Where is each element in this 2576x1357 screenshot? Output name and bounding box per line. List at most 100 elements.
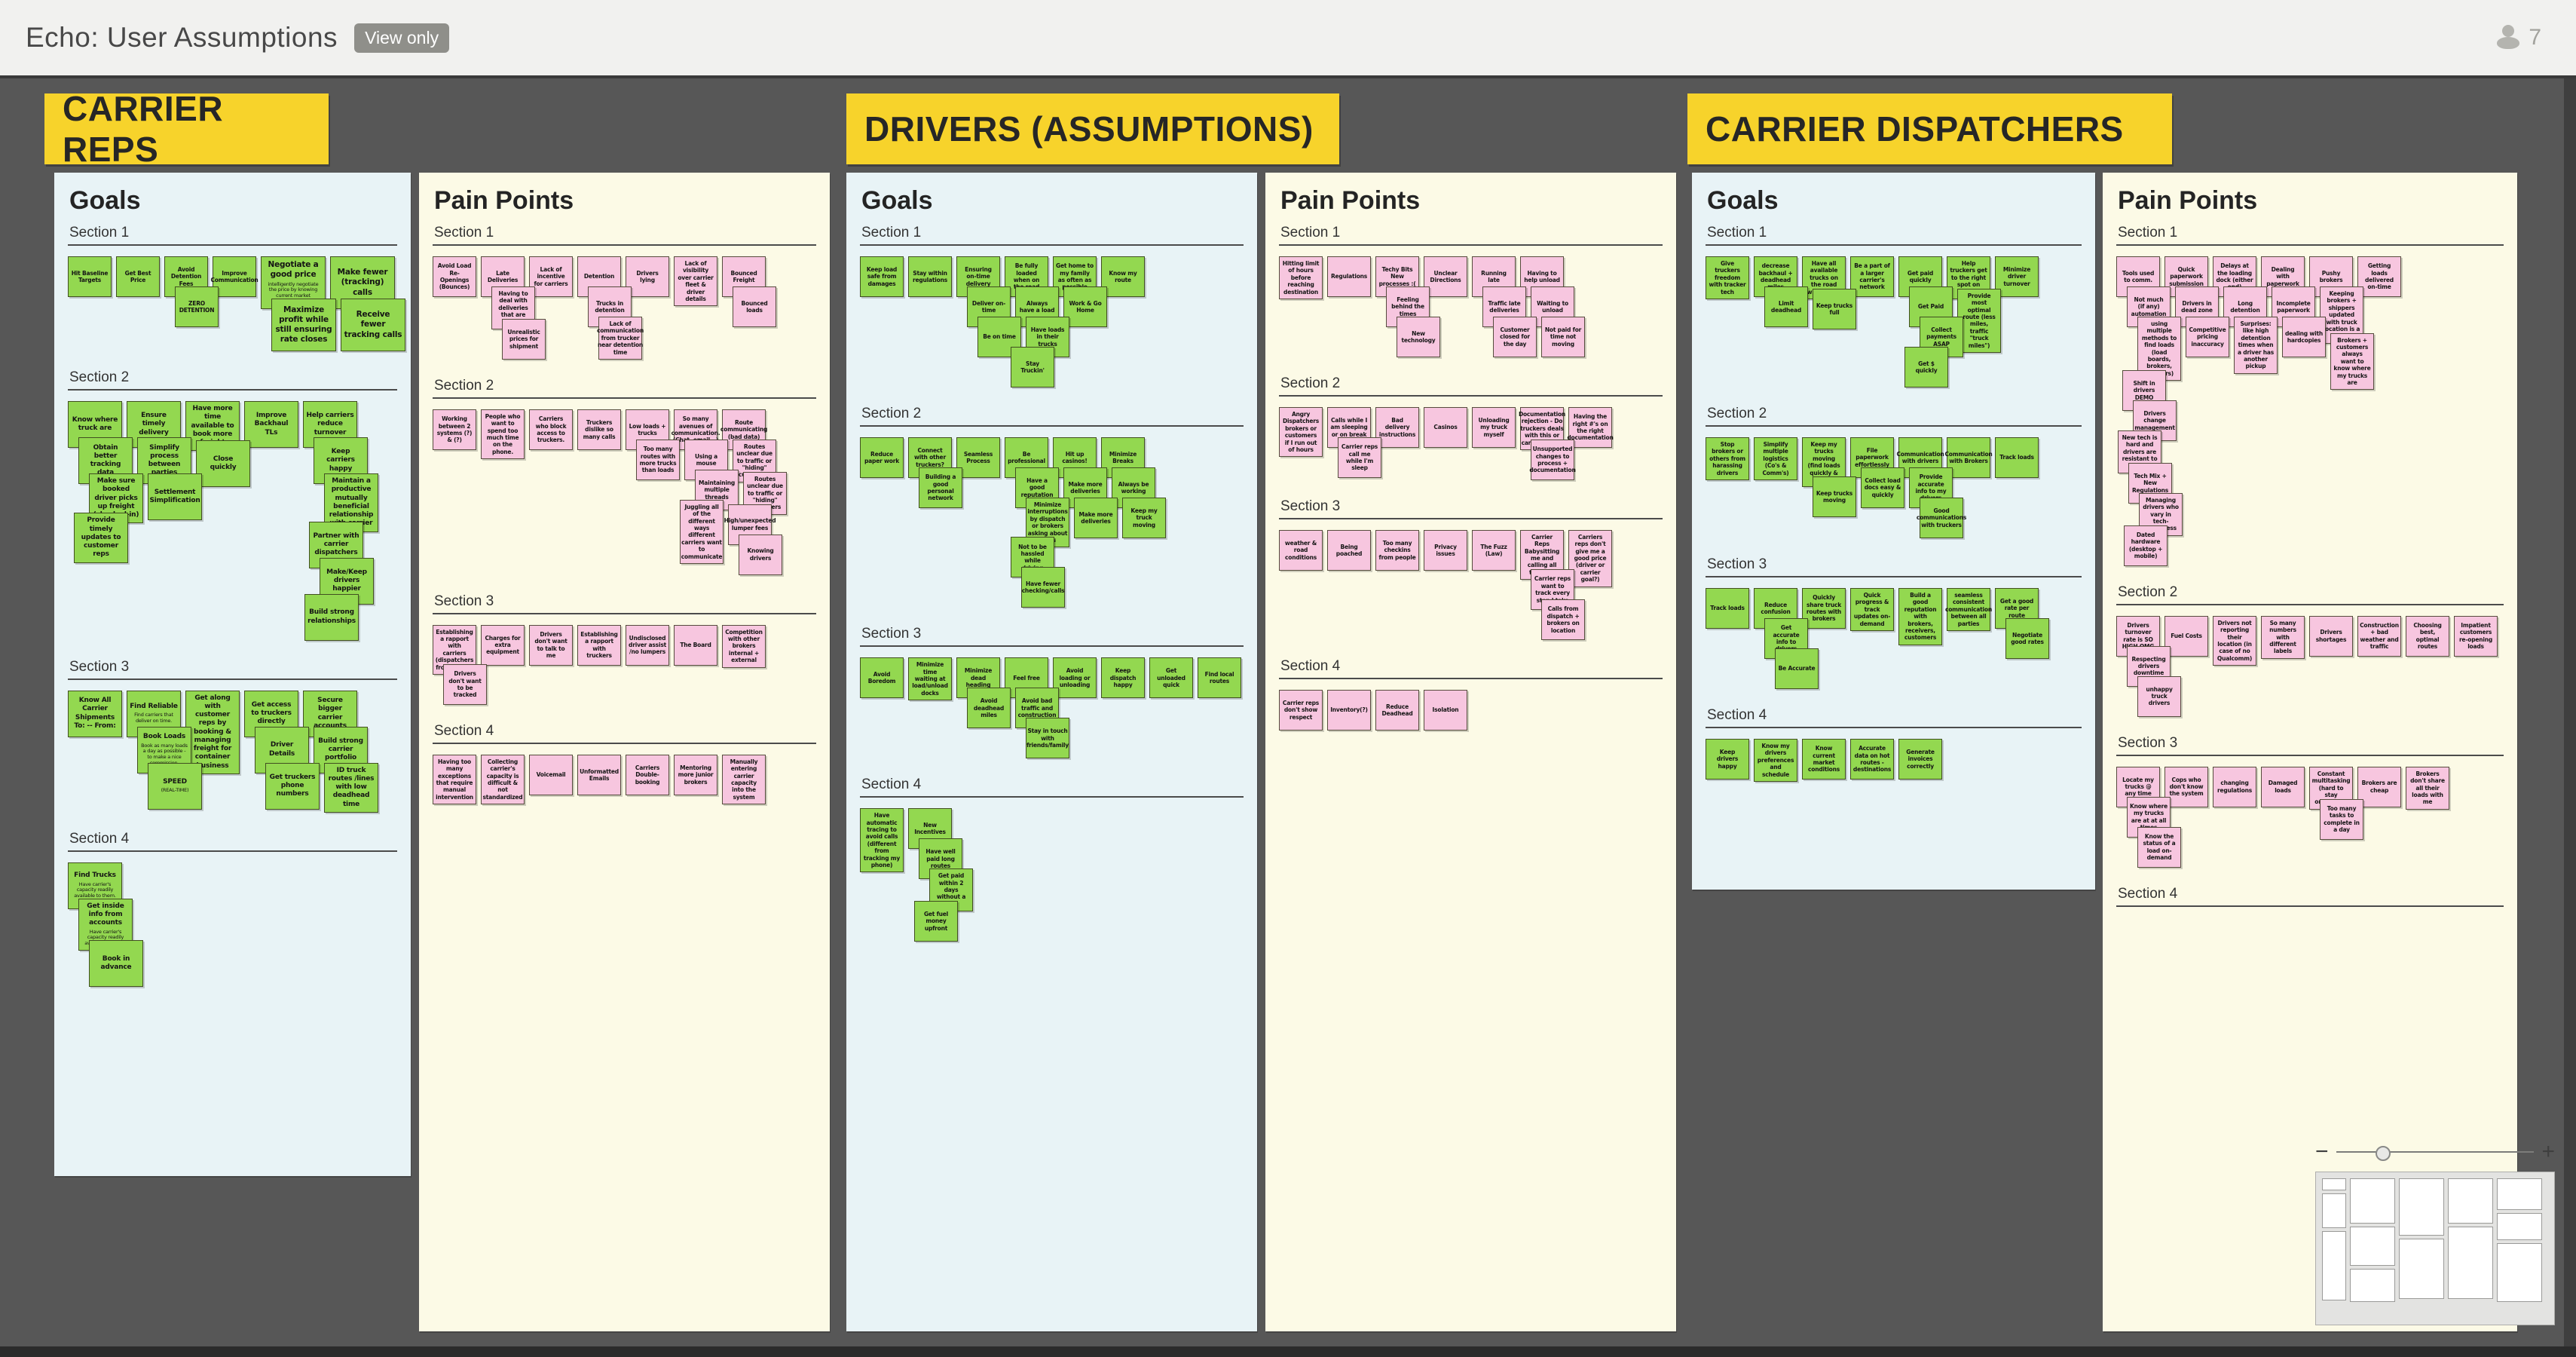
sticky-note[interactable]: Brokers are cheap	[2357, 766, 2401, 807]
sticky-note[interactable]: Track loads	[1995, 437, 2039, 478]
sticky-note[interactable]: Not much (if any) automation	[2127, 286, 2171, 327]
sticky-note[interactable]: Settlement Simplification	[148, 473, 202, 520]
sticky-note[interactable]: Have fewer checking/calls	[1021, 567, 1065, 608]
sticky-note[interactable]: Too many checkins from people	[1375, 529, 1419, 571]
sticky-note[interactable]: Dated hardware (desktop + mobile)	[2124, 525, 2168, 566]
sticky-note[interactable]: Minimize time waiting at load/unload doc…	[908, 657, 952, 701]
sticky-note[interactable]: Avoid loading or unloading	[1053, 657, 1097, 699]
sticky-note[interactable]: Find local routes	[1198, 657, 1241, 699]
sticky-note[interactable]: Competitive pricing inaccuracy	[2186, 317, 2229, 357]
sticky-note[interactable]: Inventory(?)	[1327, 690, 1371, 731]
sticky-note[interactable]: Calls from dispatch + brokers on locatio…	[1541, 599, 1585, 641]
sticky-note[interactable]: Stop brokers or others from harassing dr…	[1706, 437, 1749, 480]
sticky-note[interactable]: Get Best Price	[116, 256, 160, 297]
sticky-note[interactable]: Being poached	[1327, 529, 1371, 571]
sticky-note[interactable]: Be Accurate	[1775, 648, 1819, 689]
sticky-note[interactable]: Avoid Load Re-Openings (Bounces)	[433, 256, 476, 297]
sticky-note[interactable]: Isolation	[1424, 690, 1467, 731]
sticky-note[interactable]: Maximize profit while still ensuring rat…	[271, 299, 336, 351]
collaborators[interactable]: 7	[2495, 0, 2541, 75]
sticky-note[interactable]: Hit Baseline Targets	[68, 256, 112, 297]
sticky-note[interactable]: Minimize driver turnover	[1995, 256, 2039, 297]
sticky-note[interactable]: Be a part of a larger carrier's network	[1850, 256, 1894, 297]
sticky-note[interactable]: Know All Carrier Shipments To: -- From:	[68, 690, 122, 737]
zoom-in-button[interactable]: +	[2541, 1139, 2555, 1164]
sticky-note[interactable]: Keep load safe from damages	[860, 256, 904, 297]
sticky-note[interactable]: Lack of incentive for carriers	[529, 256, 573, 297]
sticky-note[interactable]: Fuel Costs	[2165, 615, 2208, 657]
sticky-note[interactable]: Reduce paper work	[860, 437, 904, 478]
sticky-note[interactable]: Unrealistic prices for shipment	[502, 318, 546, 360]
sticky-note[interactable]: Competition with other brokers internal …	[722, 624, 766, 668]
group-tab-drivers-assumptions[interactable]: DRIVERS (ASSUMPTIONS)	[846, 93, 1339, 164]
sticky-note[interactable]: Give truckers freedom with tracker tech	[1706, 256, 1749, 299]
sticky-note[interactable]: Surprises: like high detention times whe…	[2234, 317, 2278, 374]
sticky-note[interactable]: Work & Go Home	[1063, 286, 1107, 327]
sticky-note[interactable]: Working between 2 systems (?) & (?)	[433, 409, 476, 450]
sticky-note[interactable]: Unsupported changes to process + documen…	[1529, 439, 1576, 480]
sticky-note[interactable]: Choosing best, optimal routes	[2406, 615, 2449, 657]
sticky-note[interactable]: So many numbers with different labels	[2261, 615, 2305, 659]
sticky-note[interactable]: Impatient customers re-opening loads	[2454, 615, 2498, 657]
sticky-note[interactable]: Casinos	[1424, 407, 1467, 448]
sticky-note[interactable]: New technology	[1397, 317, 1440, 357]
sticky-note[interactable]: People who want to spend too much time o…	[481, 409, 525, 460]
sticky-note[interactable]: Improve Backhaul TLs	[244, 401, 298, 448]
sticky-note[interactable]: Make more deliveries	[1074, 498, 1118, 538]
sticky-note[interactable]: ID truck routes /lines with low deadhead…	[324, 762, 378, 813]
sticky-note[interactable]: Collecting carrier's capacity is difficu…	[481, 754, 525, 805]
sticky-note[interactable]: Keep trucks full	[1813, 288, 1856, 329]
sticky-note[interactable]: Building a good personal network	[919, 467, 962, 508]
sticky-note[interactable]: Carriers Double-booking	[626, 754, 669, 795]
sticky-note[interactable]: Unclear Directions	[1424, 256, 1467, 297]
sticky-note[interactable]: Close quickly	[196, 440, 250, 488]
sticky-note[interactable]: Know current market conditions	[1802, 739, 1846, 780]
sticky-note[interactable]: Communication with Brokers	[1944, 437, 1993, 478]
sticky-note[interactable]: Collect load docs easy & quickly	[1861, 467, 1904, 508]
sticky-note[interactable]: Regulations	[1327, 256, 1371, 297]
sticky-note[interactable]: Too many routes with more trucks than lo…	[636, 439, 680, 480]
sticky-note[interactable]: Drivers in dead zone	[2175, 286, 2219, 327]
sticky-note[interactable]: Documentation rejection - Do truckers de…	[1519, 407, 1565, 450]
sticky-note[interactable]: Quick paperwork submission	[2165, 256, 2208, 297]
sticky-note[interactable]: Angry Dispatchers brokers or customers i…	[1279, 407, 1323, 458]
sticky-note[interactable]: Build strong relationships	[304, 593, 359, 641]
sticky-note[interactable]: Get fuel money upfront	[914, 901, 958, 942]
sticky-note[interactable]: Stay within regulations	[908, 256, 952, 297]
sticky-note[interactable]: Carrier reps call me while I'm sleep	[1338, 437, 1381, 478]
sticky-note[interactable]: Undisclosed driver assist /no lumpers	[626, 624, 669, 666]
sticky-note[interactable]: Get unloaded quick	[1149, 657, 1193, 699]
sticky-note[interactable]: Customer closed for the day	[1493, 317, 1537, 357]
sticky-note[interactable]: Get $ quickly	[1904, 347, 1948, 387]
sticky-note[interactable]: Negotiate good rates	[2005, 618, 2049, 659]
sticky-note[interactable]: Getting loads delivered on-time	[2357, 256, 2401, 297]
sticky-note[interactable]: Keep dispatch happy	[1101, 657, 1145, 699]
sticky-note[interactable]: Drivers don't want to be tracked	[443, 663, 487, 705]
sticky-note[interactable]: Damaged loads	[2261, 766, 2305, 807]
sticky-note[interactable]: Book in advance	[89, 939, 143, 987]
sticky-note[interactable]: Drivers lying	[626, 256, 669, 297]
sticky-note[interactable]: Good communications with truckers	[1917, 498, 1966, 538]
sticky-note[interactable]: changing regulations	[2213, 766, 2256, 807]
sticky-note[interactable]: Quick progress & track updates on-demand	[1850, 588, 1894, 631]
sticky-note[interactable]: Voicemail	[529, 754, 573, 795]
sticky-note[interactable]: Charges for extra equipment	[481, 624, 525, 666]
sticky-note[interactable]: Improve Communication	[210, 256, 259, 297]
sticky-note[interactable]: Lack of communication from trucker near …	[597, 317, 644, 360]
sticky-note[interactable]: Drivers shortages	[2309, 615, 2353, 657]
sticky-note[interactable]: Keep trucks moving	[1813, 476, 1856, 518]
sticky-note[interactable]: Mentoring more junior brokers	[674, 754, 717, 795]
sticky-note[interactable]: Get truckers phone numbers	[265, 762, 320, 810]
group-tab-carrier-reps[interactable]: CARRIER REPS	[44, 89, 329, 169]
sticky-note[interactable]: Stay Truckin'	[1011, 347, 1054, 387]
sticky-note[interactable]: Construction + bad weather and traffic	[2357, 615, 2401, 657]
sticky-note[interactable]: The Board	[674, 624, 717, 666]
sticky-note[interactable]: weather & road conditions	[1279, 529, 1323, 571]
sticky-note[interactable]: Carrier reps don't show respect	[1279, 690, 1323, 731]
sticky-note[interactable]: seamless consistent communication betwee…	[1945, 588, 1992, 631]
sticky-note[interactable]: Brokers + customers always want to know …	[2330, 332, 2374, 391]
sticky-note[interactable]: Cops who don't know the system	[2165, 766, 2208, 807]
sticky-note[interactable]: Avoid deadhead miles	[967, 688, 1011, 729]
sticky-note[interactable]: Too many tasks to complete in a day	[2320, 798, 2363, 840]
